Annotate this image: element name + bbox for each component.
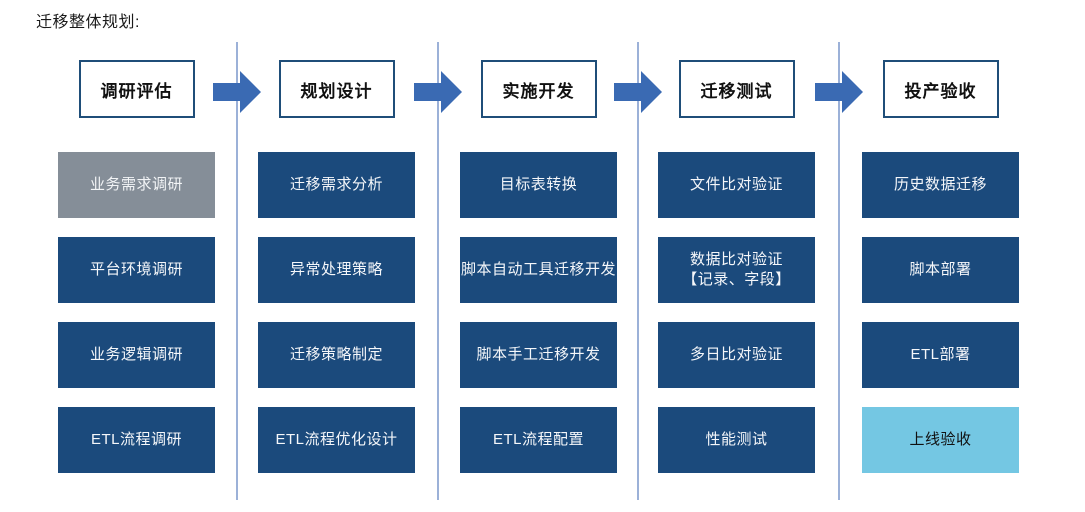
- task-label: 文件比对验证: [689, 175, 783, 193]
- task-label: 目标表转换: [499, 175, 578, 193]
- phase-header-label: 调研评估: [100, 81, 173, 101]
- task-label: 历史数据迁移: [893, 175, 987, 193]
- phase-column-research: 调研评估 业务需求调研 平台环境调研 业务逻辑调研 ETL流程调研: [58, 60, 215, 492]
- phase-header: 调研评估: [78, 60, 195, 118]
- phase-header-label: 投产验收: [904, 81, 977, 101]
- phase-header-label: 规划设计: [300, 81, 373, 101]
- phase-column-planning: 规划设计 迁移需求分析 异常处理策略 迁移策略制定 ETL流程优化设计: [258, 60, 415, 492]
- task-box: 数据比对验证 【记录、字段】: [658, 237, 815, 303]
- column-divider: [838, 42, 840, 500]
- task-label: ETL部署: [910, 345, 971, 363]
- phase-header: 迁移测试: [678, 60, 795, 118]
- task-box: ETL流程优化设计: [258, 407, 415, 473]
- task-label: 业务逻辑调研: [89, 345, 183, 363]
- phase-header-label: 迁移测试: [700, 81, 773, 101]
- column-divider: [637, 42, 639, 500]
- phase-header-label: 实施开发: [502, 81, 575, 101]
- task-box: 多日比对验证: [658, 322, 815, 388]
- phase-column-testing: 迁移测试 文件比对验证 数据比对验证 【记录、字段】 多日比对验证 性能测试: [658, 60, 815, 492]
- task-label: 数据比对验证 【记录、字段】: [682, 250, 791, 288]
- task-box: ETL部署: [862, 322, 1019, 388]
- task-box: 脚本手工迁移开发: [460, 322, 617, 388]
- task-label: 迁移策略制定: [289, 345, 383, 363]
- page-title: 迁移整体规划:: [36, 14, 140, 31]
- task-label: 异常处理策略: [289, 260, 383, 278]
- task-box: 文件比对验证: [658, 152, 815, 218]
- task-box: 平台环境调研: [58, 237, 215, 303]
- task-box: 迁移需求分析: [258, 152, 415, 218]
- task-label: ETL流程配置: [492, 430, 584, 448]
- task-box: ETL流程配置: [460, 407, 617, 473]
- task-label: 迁移需求分析: [289, 175, 383, 193]
- phase-column-development: 实施开发 目标表转换 脚本自动工具迁移开发 脚本手工迁移开发 ETL流程配置: [460, 60, 617, 492]
- column-divider: [236, 42, 238, 500]
- task-box: 异常处理策略: [258, 237, 415, 303]
- task-label: ETL流程优化设计: [275, 430, 398, 448]
- task-box: 目标表转换: [460, 152, 617, 218]
- right-arrow-icon: [213, 71, 261, 113]
- task-label: 平台环境调研: [89, 260, 183, 278]
- task-box: 脚本自动工具迁移开发: [460, 237, 617, 303]
- task-label: 脚本部署: [909, 260, 972, 278]
- task-box: 业务逻辑调研: [58, 322, 215, 388]
- task-label: 脚本手工迁移开发: [476, 345, 601, 363]
- task-label: 多日比对验证: [689, 345, 783, 363]
- task-box: 上线验收: [862, 407, 1019, 473]
- right-arrow-icon: [815, 71, 863, 113]
- task-label: 业务需求调研: [89, 175, 183, 193]
- task-box: ETL流程调研: [58, 407, 215, 473]
- task-label: 脚本自动工具迁移开发: [460, 260, 616, 278]
- phase-header: 实施开发: [480, 60, 597, 118]
- task-label: 性能测试: [705, 430, 768, 448]
- task-label: ETL流程调研: [90, 430, 182, 448]
- task-box: 业务需求调研: [58, 152, 215, 218]
- task-box: 历史数据迁移: [862, 152, 1019, 218]
- phase-header: 投产验收: [882, 60, 999, 118]
- task-box: 脚本部署: [862, 237, 1019, 303]
- task-label: 上线验收: [909, 430, 972, 448]
- task-box: 迁移策略制定: [258, 322, 415, 388]
- phase-column-acceptance: 投产验收 历史数据迁移 脚本部署 ETL部署 上线验收: [862, 60, 1019, 492]
- phase-header: 规划设计: [278, 60, 395, 118]
- right-arrow-icon: [414, 71, 462, 113]
- right-arrow-icon: [614, 71, 662, 113]
- column-divider: [437, 42, 439, 500]
- task-box: 性能测试: [658, 407, 815, 473]
